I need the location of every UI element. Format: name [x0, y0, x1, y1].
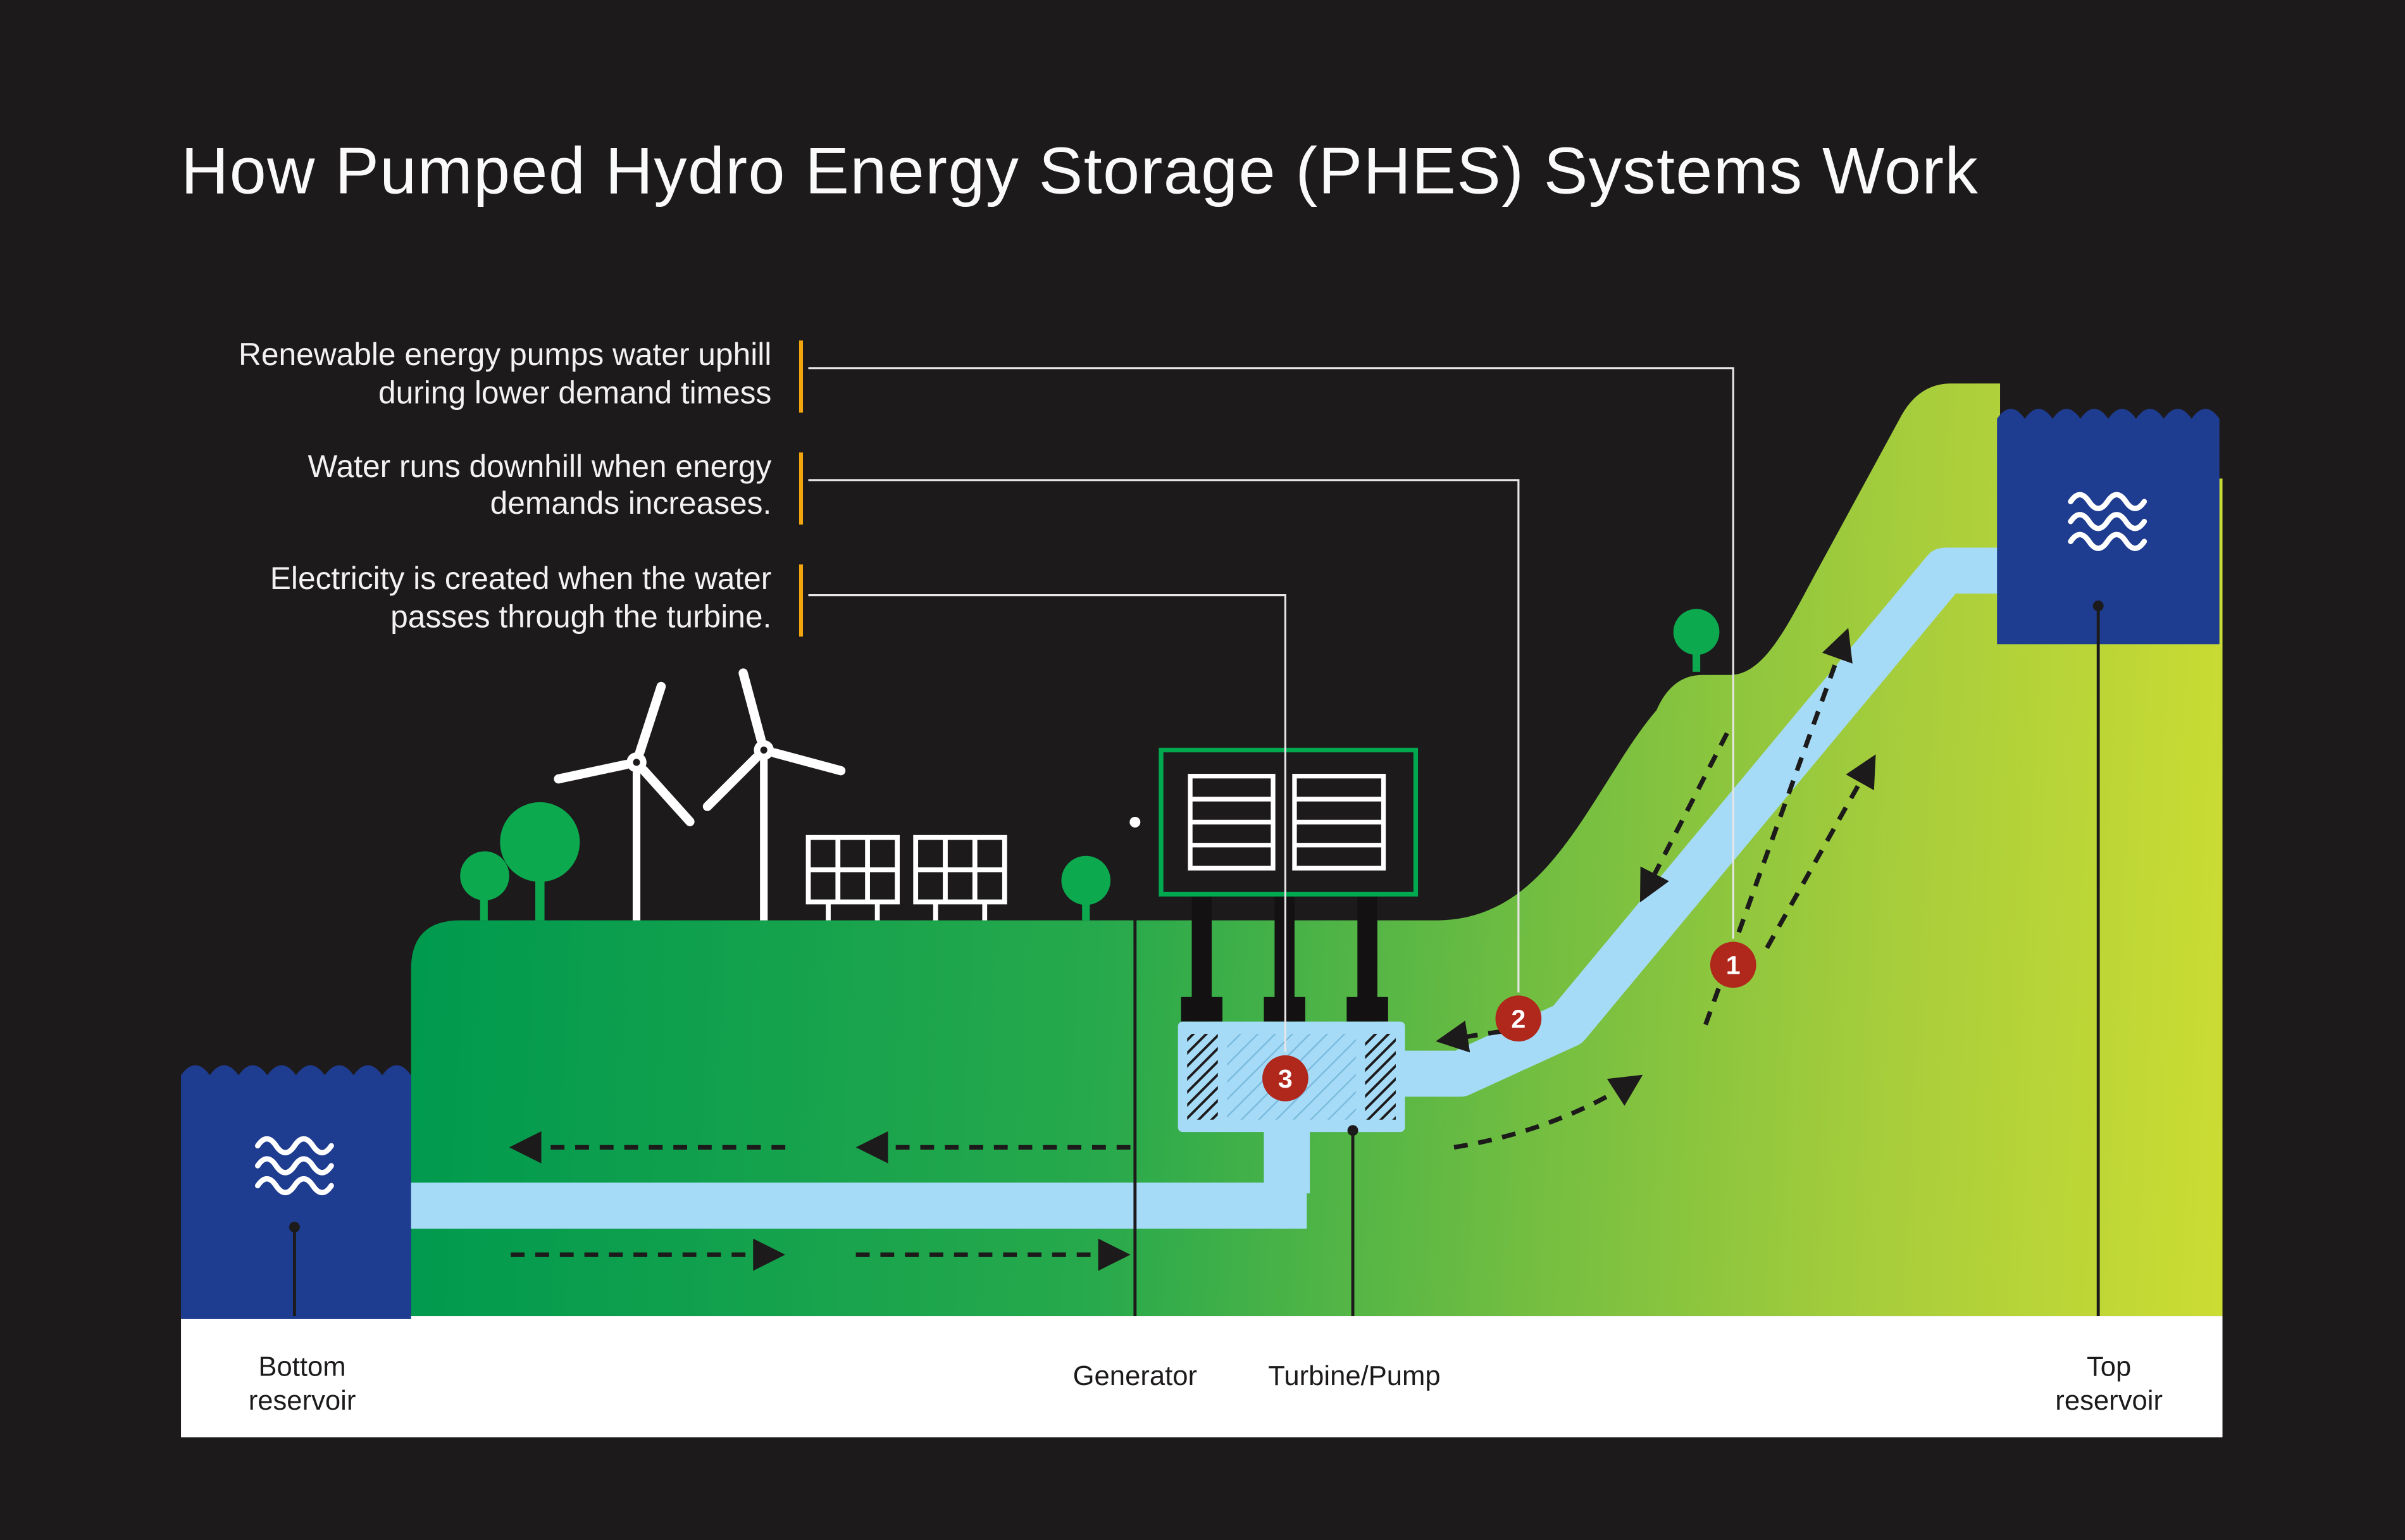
flow-arrow-downhill — [1639, 732, 1729, 903]
page-title: How Pumped Hydro Energy Storage (PHES) S… — [181, 134, 1979, 208]
annotation-1-line-1: Renewable energy pumps water uphill — [239, 337, 771, 372]
leader-dot — [1347, 1125, 1358, 1136]
turbine-pipe-connector — [1264, 1124, 1310, 1194]
annotation-leader-2 — [808, 479, 1520, 993]
generator-unit — [1159, 747, 1419, 897]
turbine-end-cap — [1365, 1033, 1396, 1120]
annotation-tick — [799, 340, 804, 413]
annotation-2-line-1: Water runs downhill when energy — [308, 449, 772, 484]
annotation-2-line-2: demands increases. — [490, 485, 772, 521]
top-reservoir-label-line-2: reservoir — [2055, 1386, 2163, 1416]
top-reservoir — [1997, 409, 2220, 645]
annotation-1-line-2: during lower demand timess — [378, 375, 771, 411]
turbine-pump-label: Turbine/Pump — [1268, 1361, 1440, 1391]
bottom-reservoir — [181, 1065, 411, 1319]
annotation-tick — [799, 564, 804, 637]
hill — [411, 383, 2223, 1317]
step-badge-2: 2 — [1495, 995, 1542, 1042]
penstock-pipe — [1393, 547, 2013, 1097]
bottom-reservoir-label-line-2: reservoir — [249, 1386, 356, 1416]
step-badge-2-number: 2 — [1511, 1004, 1526, 1033]
annotation-leaders — [808, 367, 1734, 1053]
label-leaders — [289, 600, 2104, 1317]
wind-turbine-icon — [559, 665, 727, 921]
wind-turbine-icon — [676, 655, 841, 921]
tree-icon — [460, 802, 580, 921]
bottom-reservoir-label-line-1: Bottom — [258, 1352, 345, 1382]
annotation-3-line-2: passes through the turbine. — [390, 599, 771, 635]
step-badge-1: 1 — [1710, 941, 1756, 988]
generator-panel — [1188, 774, 1276, 871]
leader-dot — [289, 1221, 300, 1233]
flow-arrow-uphill — [1453, 1074, 1643, 1150]
tree-icon — [1061, 855, 1111, 921]
top-reservoir-label-line-1: Top — [2087, 1352, 2131, 1382]
step-badge-3: 3 — [1262, 1055, 1308, 1102]
annotation-leader-1 — [808, 367, 1734, 939]
annotation-leader-3 — [808, 594, 1286, 1053]
tree-icon — [1673, 609, 1720, 672]
generator-label: Generator — [1073, 1361, 1197, 1391]
step-badge-1-number: 1 — [1726, 950, 1741, 979]
flow-arrow-uphill — [1703, 628, 1853, 1026]
flow-arrow-uphill — [1765, 754, 1876, 950]
lower-pipe — [392, 1183, 1307, 1229]
annotation-3-line-1: Electricity is created when the water — [270, 561, 772, 596]
base-strip — [181, 1316, 2223, 1438]
generator-panel — [1292, 774, 1386, 871]
leader-dot — [1129, 816, 1141, 828]
annotation-tick — [799, 452, 804, 525]
turbine-end-cap — [1187, 1033, 1218, 1120]
step-badge-3-number: 3 — [1278, 1064, 1293, 1093]
leader-dot — [2092, 600, 2104, 612]
